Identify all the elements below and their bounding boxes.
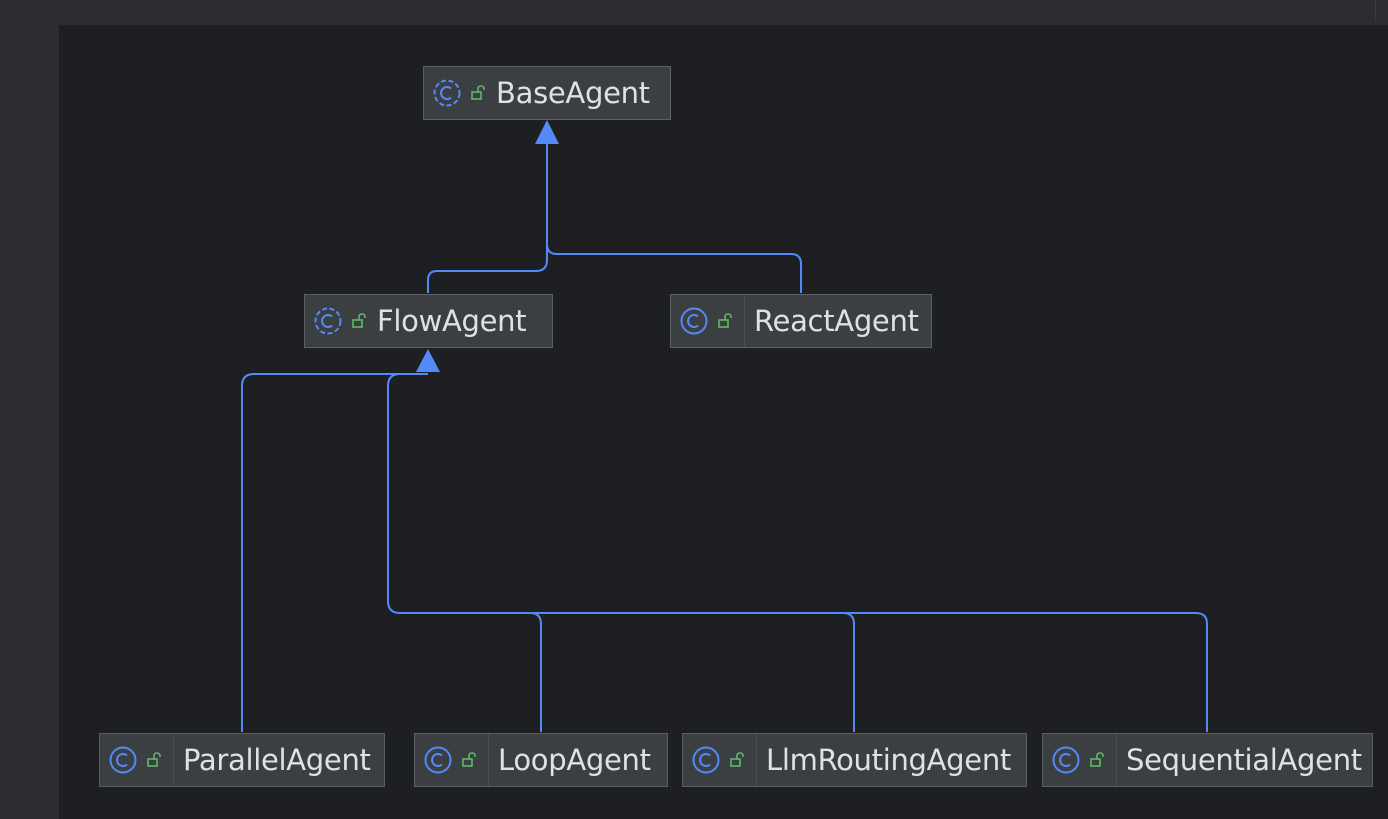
class-icon bbox=[424, 746, 452, 774]
left-gutter bbox=[0, 0, 59, 819]
node-label: LoopAgent bbox=[498, 743, 651, 777]
class-icon bbox=[680, 307, 708, 335]
node-sequential-agent[interactable]: SequentialAgent bbox=[1042, 733, 1373, 787]
abstract-class-icon bbox=[433, 79, 461, 107]
node-label: ReactAgent bbox=[754, 304, 919, 338]
node-label: LlmRoutingAgent bbox=[766, 743, 1011, 777]
top-strip bbox=[0, 0, 1388, 25]
node-label: SequentialAgent bbox=[1126, 743, 1362, 777]
public-lock-icon bbox=[462, 752, 476, 767]
public-lock-icon bbox=[718, 313, 732, 328]
node-separator bbox=[488, 734, 489, 786]
node-base-agent[interactable]: BaseAgent bbox=[423, 66, 671, 120]
public-lock-icon bbox=[352, 313, 366, 328]
public-lock-icon bbox=[730, 752, 744, 767]
abstract-class-icon bbox=[314, 307, 342, 335]
node-loop-agent[interactable]: LoopAgent bbox=[414, 733, 668, 787]
node-separator bbox=[173, 734, 174, 786]
node-parallel-agent[interactable]: ParallelAgent bbox=[99, 733, 385, 787]
node-label: ParallelAgent bbox=[183, 743, 371, 777]
class-icon bbox=[1052, 746, 1080, 774]
node-label: BaseAgent bbox=[496, 76, 650, 110]
node-separator bbox=[1116, 734, 1117, 786]
node-separator bbox=[744, 295, 745, 347]
node-separator bbox=[756, 734, 757, 786]
node-react-agent[interactable]: ReactAgent bbox=[670, 294, 932, 348]
public-lock-icon bbox=[147, 752, 161, 767]
node-label: FlowAgent bbox=[377, 304, 527, 338]
node-flow-agent[interactable]: FlowAgent bbox=[304, 294, 553, 348]
public-lock-icon bbox=[471, 85, 485, 100]
class-icon bbox=[692, 746, 720, 774]
diagram-canvas[interactable] bbox=[59, 25, 1388, 819]
window-corner bbox=[1375, 0, 1388, 25]
class-icon bbox=[109, 746, 137, 774]
public-lock-icon bbox=[1090, 752, 1104, 767]
node-llmrouting-agent[interactable]: LlmRoutingAgent bbox=[682, 733, 1027, 787]
